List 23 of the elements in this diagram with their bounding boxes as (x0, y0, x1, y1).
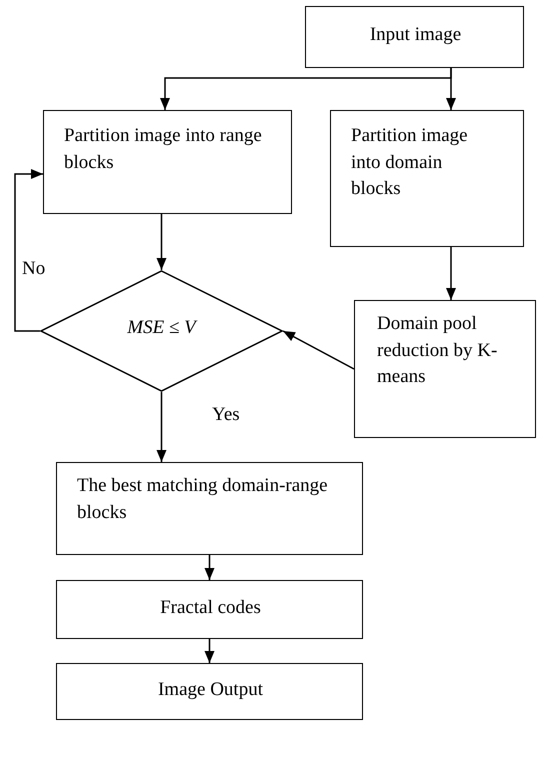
process-box (305, 6, 524, 68)
arrow (446, 68, 456, 110)
process-box (56, 663, 363, 720)
arrow (156, 214, 166, 270)
step-text: Input image (368, 23, 462, 47)
condition-text: MSE ≤ V (126, 316, 198, 340)
arrow (282, 330, 354, 370)
process-box (330, 110, 524, 247)
process-box (43, 110, 292, 214)
step-text: Partition image into domain blocks (351, 124, 469, 202)
arrow (204, 555, 214, 580)
process-box (56, 580, 363, 639)
process-box (354, 300, 536, 438)
step-text: The best matching domain-range blocks (77, 474, 329, 525)
step-text: Domain pool reduction by K-means (377, 312, 498, 390)
arrow (14, 169, 43, 332)
arrow (446, 247, 456, 300)
process-box (56, 462, 363, 555)
step-text: Partition image into range blocks (64, 124, 263, 175)
arrow (204, 639, 214, 663)
step-text: Fractal codes (159, 596, 262, 620)
arrow (156, 392, 166, 462)
step-text: Image Output (156, 678, 264, 702)
